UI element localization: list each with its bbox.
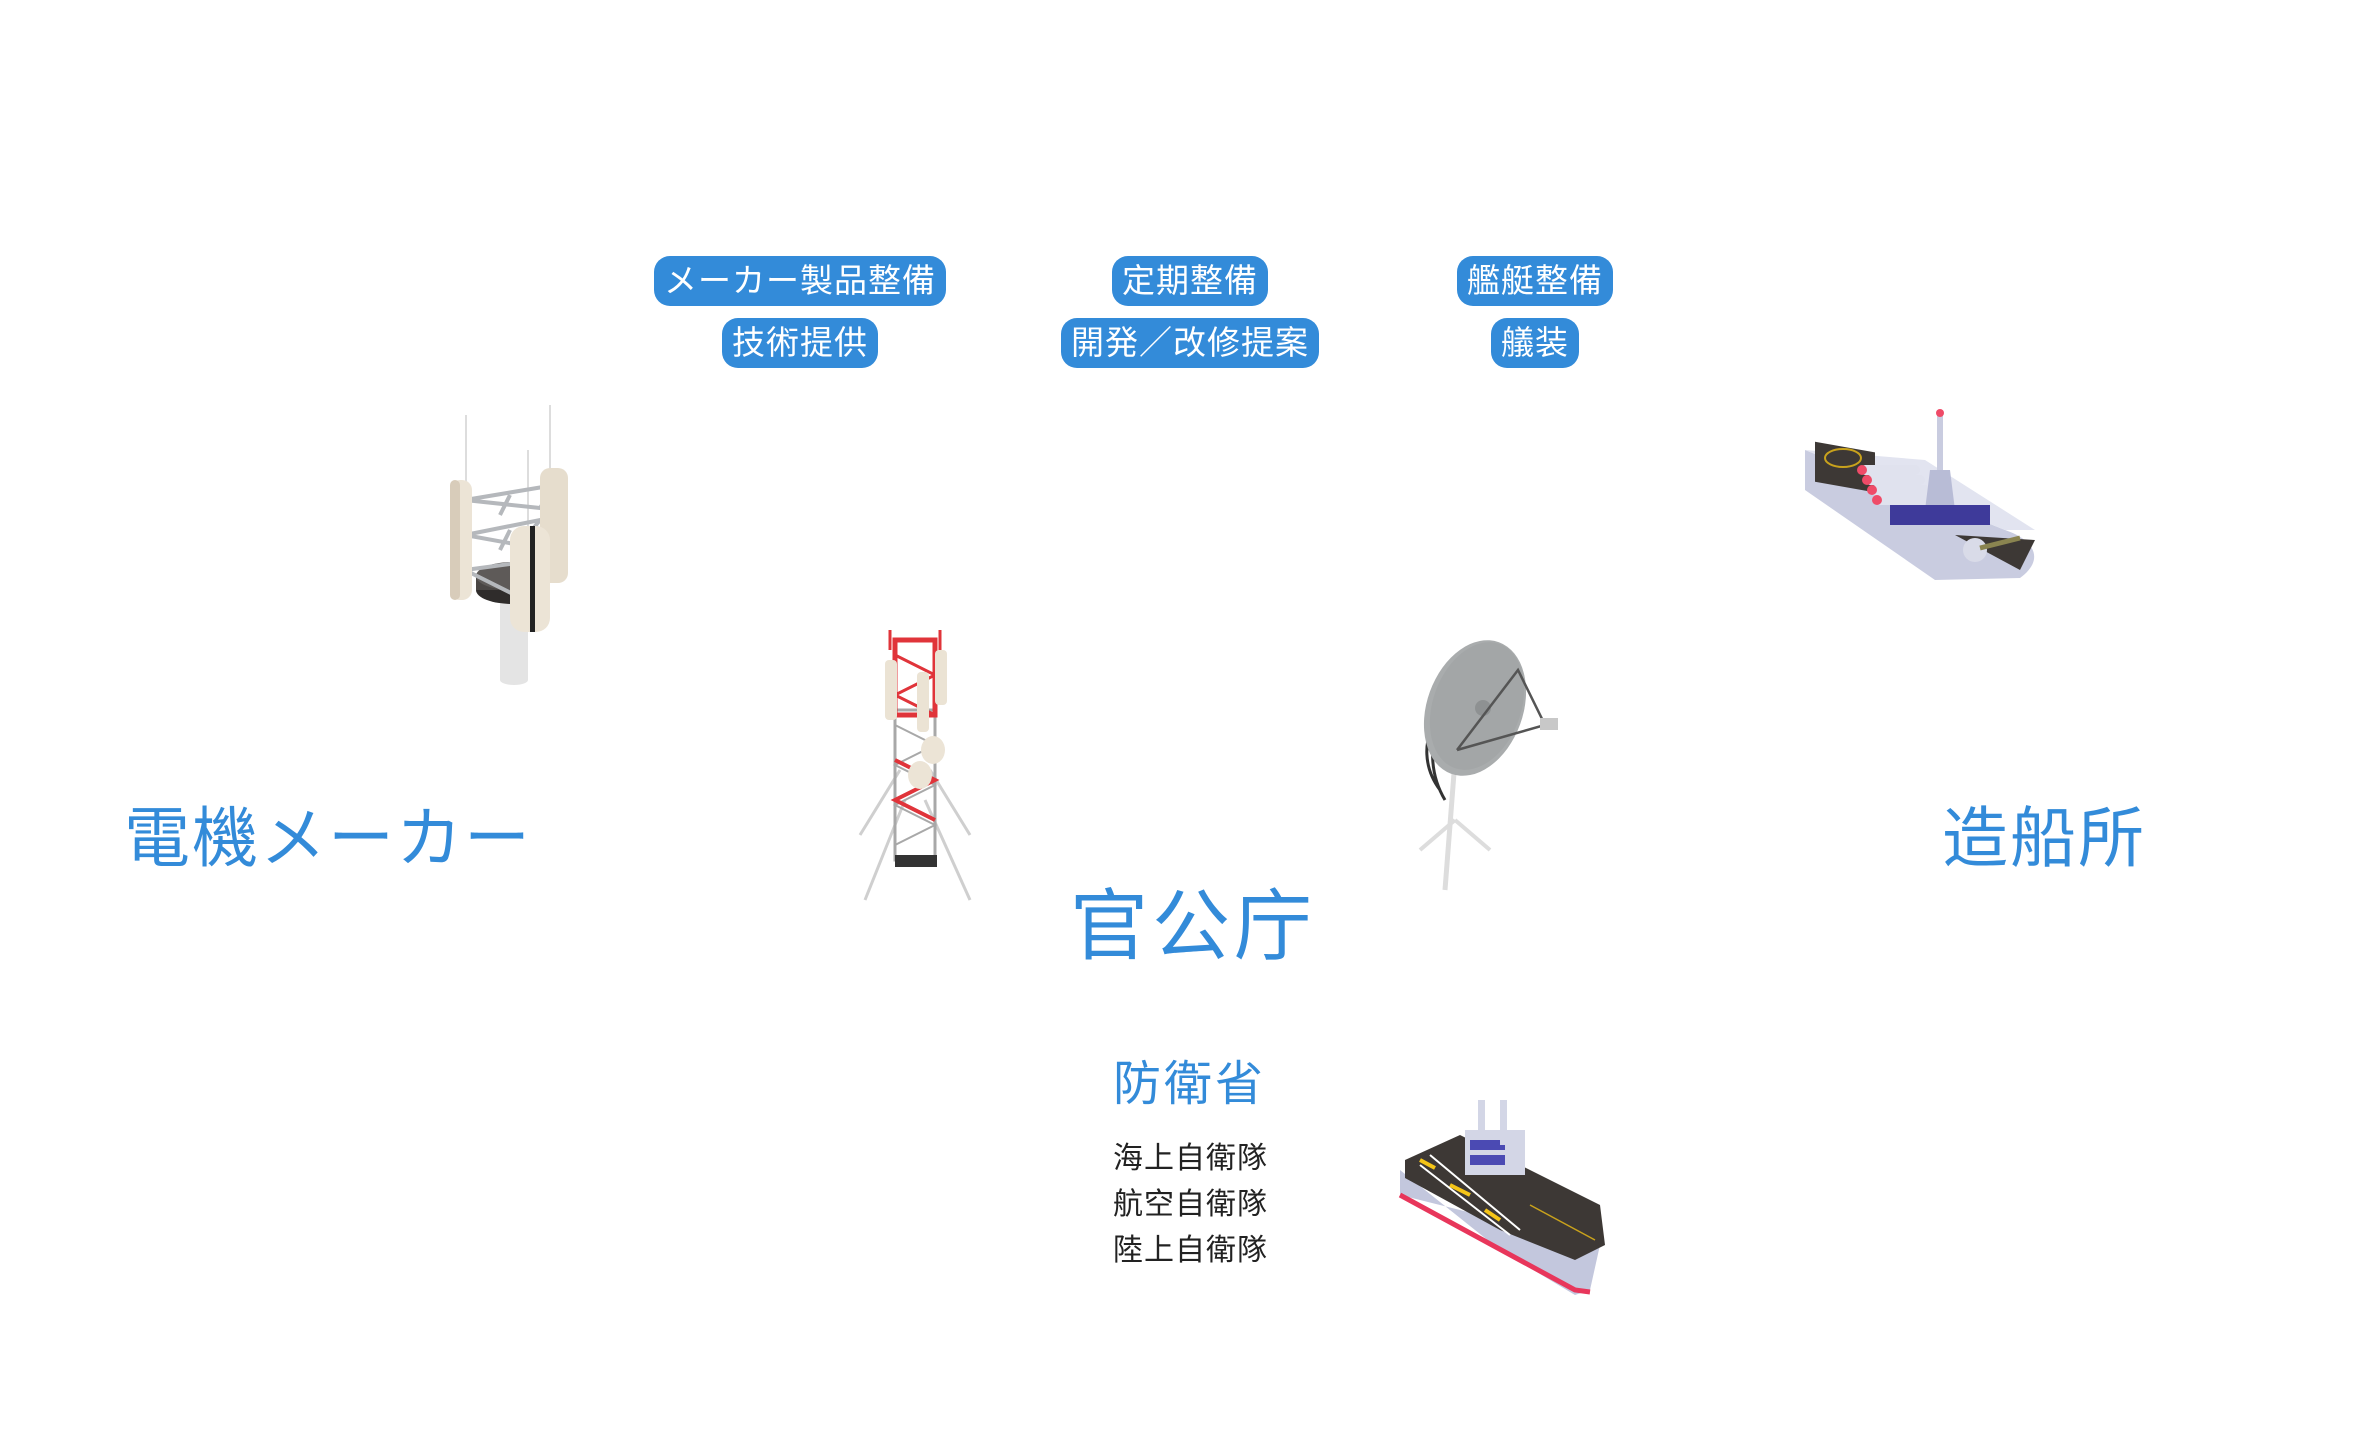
ministry-title: 防衛省 xyxy=(1113,1056,1267,1112)
role-group-manufacturer: メーカー製品整備 技術提供 xyxy=(620,250,980,374)
role-badge: 定期整備 xyxy=(1112,256,1268,306)
unit-item: 海上自衛隊 xyxy=(1113,1141,1268,1176)
node-label-shipyard: 造船所 xyxy=(1942,800,2146,877)
role-badge: 艦艇整備 xyxy=(1457,256,1613,306)
aircraft-carrier-icon xyxy=(1398,1100,1605,1295)
antenna-array-icon xyxy=(450,405,568,685)
destroyer-ship-icon xyxy=(1805,409,2035,580)
unit-item: 陸上自衛隊 xyxy=(1113,1233,1268,1268)
cell-tower-icon xyxy=(858,630,972,901)
satellite-dish-icon xyxy=(1418,640,1558,891)
node-label-government: 官公庁 xyxy=(1070,882,1317,972)
node-label-electric-manufacturer: 電機メーカー xyxy=(124,800,532,877)
role-group-shipyard: 艦艇整備 艤装 xyxy=(1355,250,1715,374)
role-badge: 技術提供 xyxy=(722,318,878,368)
role-badge: 開発／改修提案 xyxy=(1061,318,1319,368)
role-group-government: 定期整備 開発／改修提案 xyxy=(1010,250,1370,374)
role-badge: メーカー製品整備 xyxy=(654,256,946,306)
unit-item: 航空自衛隊 xyxy=(1113,1187,1268,1222)
ministry-units: 海上自衛隊 航空自衛隊 陸上自衛隊 xyxy=(1113,1136,1268,1274)
role-badge: 艤装 xyxy=(1491,318,1579,368)
